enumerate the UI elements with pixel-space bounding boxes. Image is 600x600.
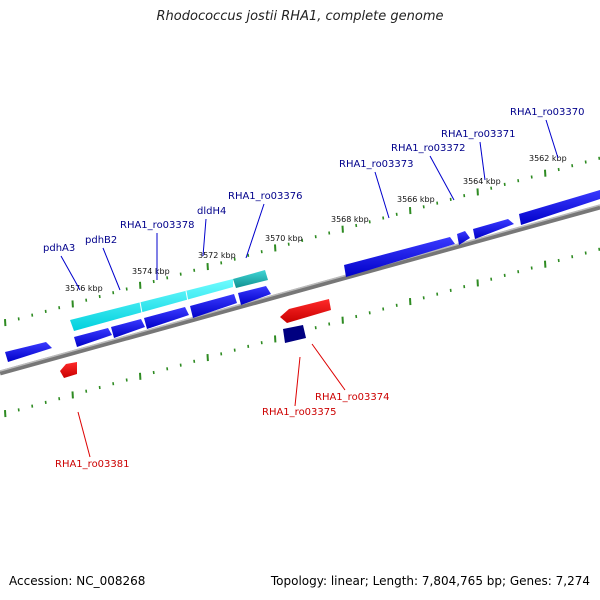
kbp-label: 3562 kbp <box>529 154 567 163</box>
gene-arrow-forward[interactable] <box>5 342 52 362</box>
forward-gene-label[interactable]: RHA1_ro03370 <box>510 107 585 118</box>
reverse-callout-line <box>77 411 91 458</box>
gene-arrow-forward[interactable] <box>473 219 514 239</box>
reverse-genes <box>60 299 331 378</box>
gene-arrow-forward[interactable] <box>111 319 145 338</box>
reverse-gene-label[interactable]: RHA1_ro03375 <box>262 407 337 418</box>
gene-arrow-forward[interactable] <box>74 328 112 347</box>
genome-backbone-highlight <box>0 204 600 372</box>
reverse-callout-line <box>294 356 301 407</box>
forward-callout-line <box>479 141 486 181</box>
kbp-label: 3566 kbp <box>397 195 435 204</box>
genome-backbone <box>0 204 600 376</box>
forward-callout-line <box>202 218 207 257</box>
gene-arrow-reverse[interactable] <box>60 362 77 378</box>
gene-arrow-forward[interactable] <box>238 286 271 305</box>
kbp-label: 3572 kbp <box>198 251 236 260</box>
forward-gene-label[interactable]: RHA1_ro03371 <box>441 129 516 140</box>
forward-gene-label[interactable]: RHA1_ro03372 <box>391 143 466 154</box>
forward-gene-label[interactable]: pdhA3 <box>43 243 75 254</box>
forward-callout-line <box>245 203 265 259</box>
kbp-label: 3576 kbp <box>65 284 103 293</box>
gene-arrow-forward[interactable] <box>519 190 600 225</box>
operon-end-segment <box>233 270 268 288</box>
gene-callouts: pdhA3pdhB2RHA1_ro03378dldH4RHA1_ro03376R… <box>43 107 585 470</box>
forward-genes <box>5 190 600 362</box>
reverse-tick-track <box>4 247 600 418</box>
reverse-callout-line <box>311 343 346 391</box>
forward-callout-line <box>374 171 390 219</box>
gene-arrow-forward[interactable] <box>457 231 470 245</box>
forward-gene-label[interactable]: RHA1_ro03378 <box>120 220 195 231</box>
gene-box-highlight[interactable] <box>283 325 306 343</box>
kbp-label: 3570 kbp <box>265 234 303 243</box>
reverse-gene-label[interactable]: RHA1_ro03374 <box>315 392 390 403</box>
forward-callout-line <box>545 119 559 159</box>
kbp-label: 3574 kbp <box>132 267 170 276</box>
genome-title: Rhodococcus jostii RHA1, complete genome <box>156 9 444 24</box>
kbp-label: 3568 kbp <box>331 215 369 224</box>
forward-gene-label[interactable]: pdhB2 <box>85 235 117 246</box>
kbp-label: 3564 kbp <box>463 177 501 186</box>
genome-summary: Topology: linear; Length: 7,804,765 bp; … <box>270 574 590 588</box>
forward-callout-line <box>60 255 81 291</box>
gene-arrow-forward[interactable] <box>190 294 237 318</box>
gene-arrow-forward[interactable] <box>344 237 455 277</box>
forward-callout-line <box>102 247 121 291</box>
gene-arrow-forward[interactable] <box>144 307 189 329</box>
operon-bar[interactable] <box>70 270 268 331</box>
kbp-scale-labels: 3576 kbp 3574 kbp 3572 kbp 3570 kbp 3568 kbp… <box>65 154 567 293</box>
forward-tick-track <box>4 156 600 327</box>
gene-arrow-reverse[interactable] <box>280 299 331 323</box>
forward-gene-label[interactable]: dldH4 <box>197 206 226 217</box>
forward-gene-label[interactable]: RHA1_ro03376 <box>228 191 303 202</box>
forward-callout-line <box>429 155 455 201</box>
accession-label: Accession: NC_008268 <box>9 574 146 588</box>
reverse-gene-label[interactable]: RHA1_ro03381 <box>55 459 130 470</box>
forward-gene-label[interactable]: RHA1_ro03373 <box>339 159 414 170</box>
